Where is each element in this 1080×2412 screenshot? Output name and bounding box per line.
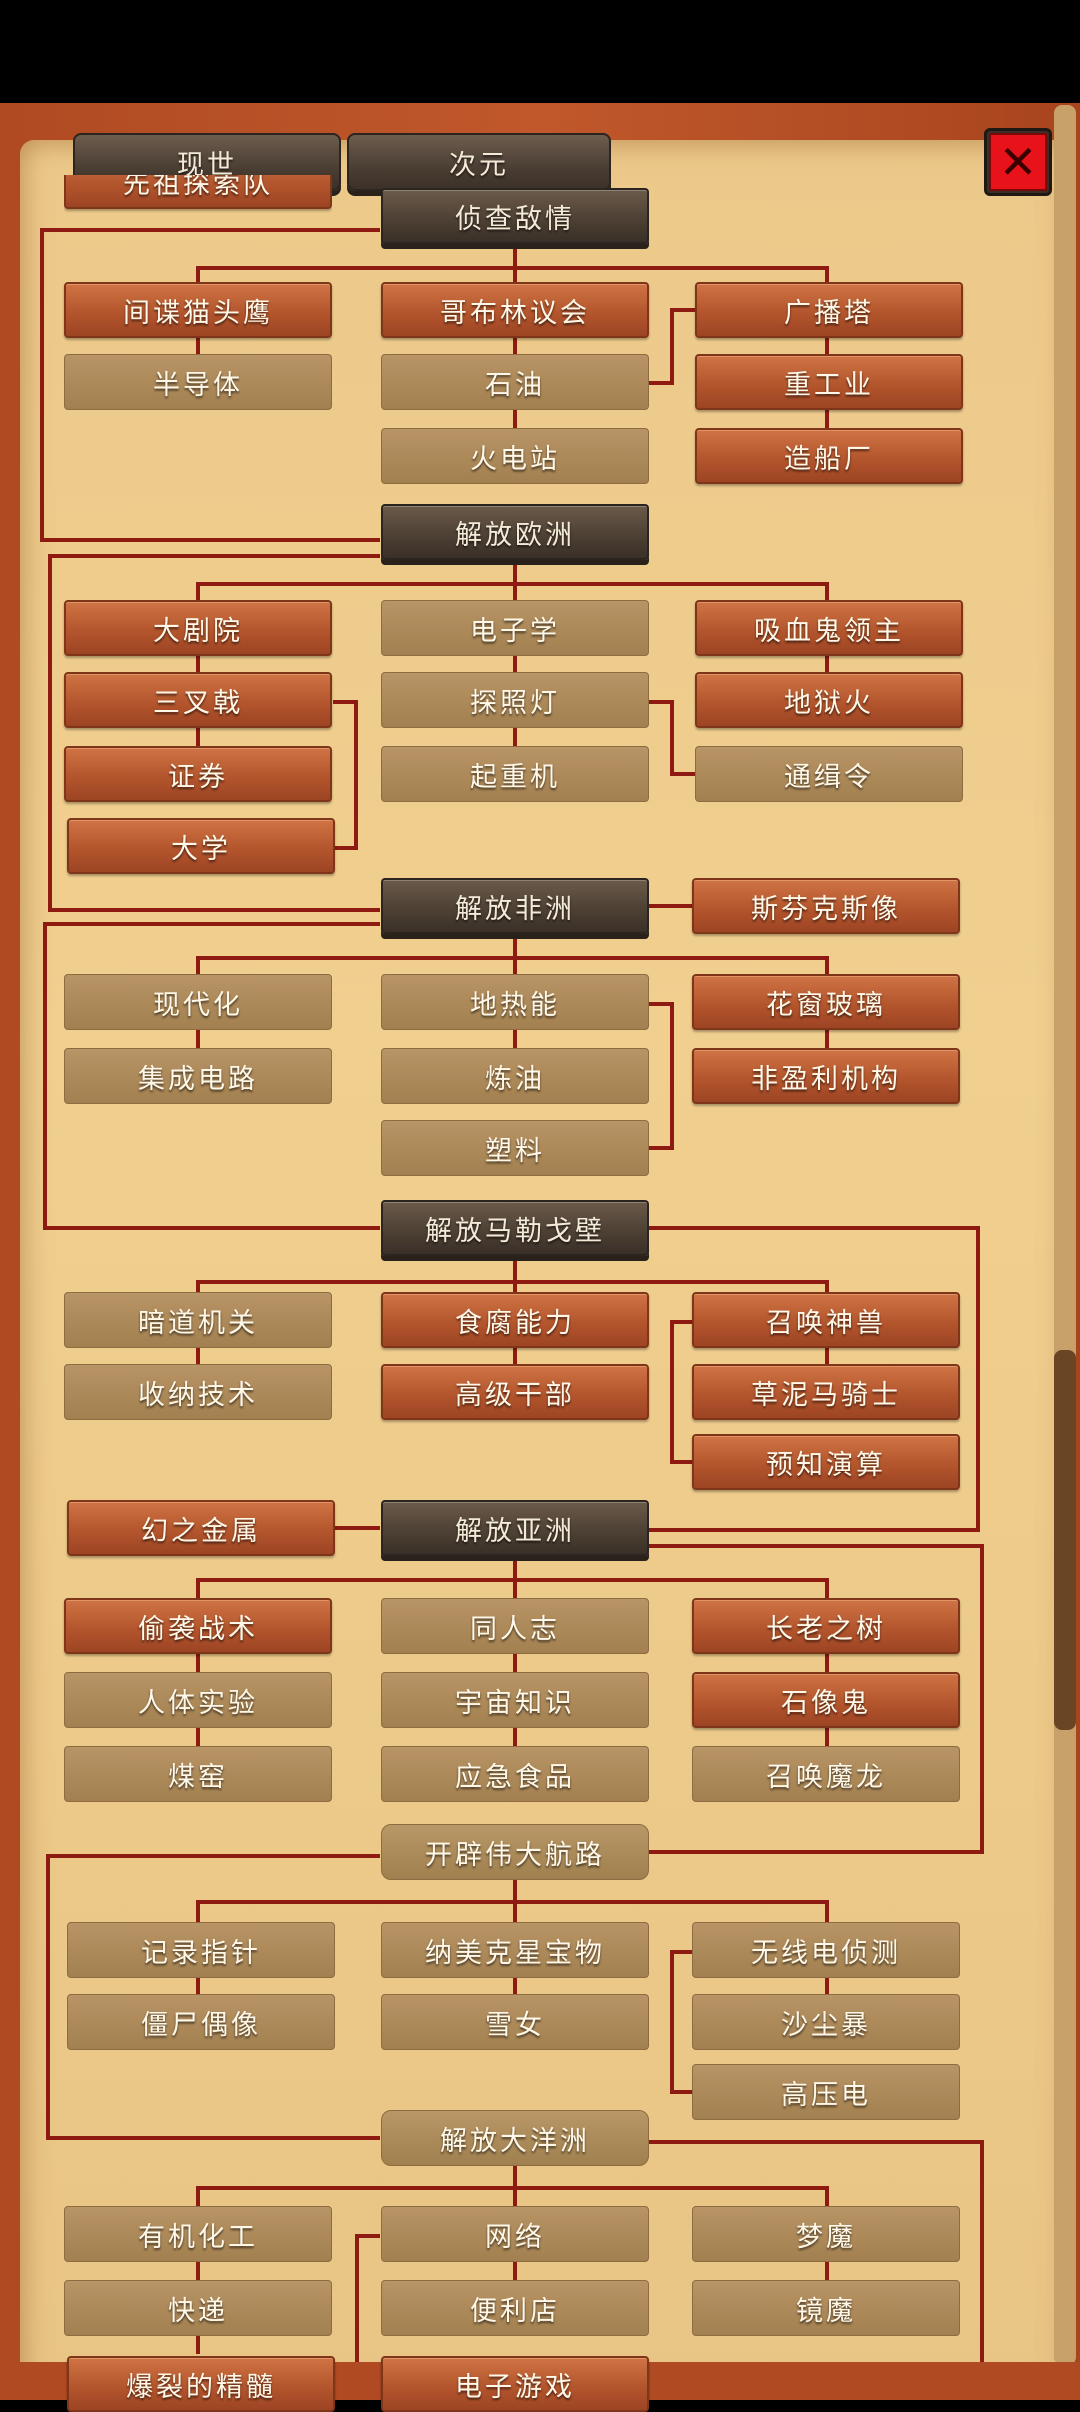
- tech-node-tongjiling[interactable]: 通缉令: [695, 746, 963, 802]
- tech-node-xuenv[interactable]: 雪女: [381, 1994, 649, 2050]
- tech-node-kuaidi[interactable]: 快递: [64, 2280, 332, 2336]
- tech-node-suliao[interactable]: 塑料: [381, 1120, 649, 1176]
- tech-node-yingji[interactable]: 应急食品: [381, 1746, 649, 1802]
- tech-node-shachen[interactable]: 沙尘暴: [692, 1994, 960, 2050]
- tech-node-guangbo[interactable]: 广播塔: [695, 282, 963, 338]
- tech-node-toxi[interactable]: 偷袭战术: [64, 1598, 332, 1654]
- tech-node-namei[interactable]: 纳美克星宝物: [381, 1922, 649, 1978]
- tech-node-gaoya[interactable]: 高压电: [692, 2064, 960, 2120]
- tech-node-daxue[interactable]: 大学: [67, 818, 335, 874]
- tech-node-wuxiandian[interactable]: 无线电侦测: [692, 1922, 960, 1978]
- tech-node-bandaoti[interactable]: 半导体: [64, 354, 332, 410]
- close-icon: ✕: [989, 133, 1047, 191]
- tech-node-dianzixue[interactable]: 电子学: [381, 600, 649, 656]
- tech-node-dirneng[interactable]: 地热能: [381, 974, 649, 1030]
- tech-node-xiandaihua[interactable]: 现代化: [64, 974, 332, 1030]
- status-bar: [0, 0, 1080, 103]
- tech-node-gebulin[interactable]: 哥布林议会: [381, 282, 649, 338]
- tech-node-dianzi-youxi[interactable]: 电子游戏: [381, 2356, 649, 2412]
- scrollbar-track[interactable]: [1054, 105, 1076, 2365]
- milestone-jiefang-malage[interactable]: 解放马勒戈壁: [381, 1200, 649, 1256]
- tech-node-caonima[interactable]: 草泥马骑士: [692, 1364, 960, 1420]
- tech-node-xixuegui[interactable]: 吸血鬼领主: [695, 600, 963, 656]
- tech-node-shiyou[interactable]: 石油: [381, 354, 649, 410]
- tech-node-qizhongji[interactable]: 起重机: [381, 746, 649, 802]
- tech-node-zaochuan[interactable]: 造船厂: [695, 428, 963, 484]
- milestone-jiefang-ouzhou[interactable]: 解放欧洲: [381, 504, 649, 560]
- tech-node-huachuang[interactable]: 花窗玻璃: [692, 974, 960, 1030]
- tech-node-jingmo[interactable]: 镜魔: [692, 2280, 960, 2336]
- tech-node-youji[interactable]: 有机化工: [64, 2206, 332, 2262]
- tech-node-meiyao[interactable]: 煤窑: [64, 1746, 332, 1802]
- tech-node-shouna[interactable]: 收纳技术: [64, 1364, 332, 1420]
- milestone-kaipi[interactable]: 开辟伟大航路: [381, 1824, 649, 1880]
- tech-node-jiangshi[interactable]: 僵尸偶像: [67, 1994, 335, 2050]
- tech-node-dajuyuan[interactable]: 大剧院: [64, 600, 332, 656]
- tech-node-gaoji[interactable]: 高级干部: [381, 1364, 649, 1420]
- tech-node-bianli[interactable]: 便利店: [381, 2280, 649, 2336]
- tech-node-lianyou[interactable]: 炼油: [381, 1048, 649, 1104]
- tech-node-yuzhi[interactable]: 预知演算: [692, 1434, 960, 1490]
- tech-node-wangluo[interactable]: 网络: [381, 2206, 649, 2262]
- tech-node-tongren[interactable]: 同人志: [381, 1598, 649, 1654]
- tech-node-diyuhuo[interactable]: 地狱火: [695, 672, 963, 728]
- milestone-jiefang-yazhou[interactable]: 解放亚洲: [381, 1500, 649, 1556]
- tech-node-zhaohuan-shenshou[interactable]: 召唤神兽: [692, 1292, 960, 1348]
- tech-node-zhonggongye[interactable]: 重工业: [695, 354, 963, 410]
- tech-node-andao[interactable]: 暗道机关: [64, 1292, 332, 1348]
- tech-node-zhengquan[interactable]: 证券: [64, 746, 332, 802]
- milestone-zhencha[interactable]: 侦查敌情: [381, 188, 649, 244]
- tech-node-tanzhaodeng[interactable]: 探照灯: [381, 672, 649, 728]
- tech-node-mengmo[interactable]: 梦魔: [692, 2206, 960, 2262]
- tech-node-baolie[interactable]: 爆裂的精髓: [67, 2356, 335, 2412]
- tech-node-yuzhou[interactable]: 宇宙知识: [381, 1672, 649, 1728]
- tab-ciyuan[interactable]: 次元: [347, 133, 611, 191]
- tech-node-zhaohuan-molong[interactable]: 召唤魔龙: [692, 1746, 960, 1802]
- tech-node-sifenkesi[interactable]: 斯芬克斯像: [692, 878, 960, 934]
- tech-node-zhanglao[interactable]: 长老之树: [692, 1598, 960, 1654]
- tech-node-sanchaji[interactable]: 三叉戟: [64, 672, 332, 728]
- tech-node-huanzhi[interactable]: 幻之金属: [67, 1500, 335, 1556]
- milestone-jiefang-feizhou[interactable]: 解放非洲: [381, 878, 649, 934]
- close-button[interactable]: ✕: [984, 128, 1052, 196]
- tech-node-jilu[interactable]: 记录指针: [67, 1922, 335, 1978]
- milestone-jiefang-dayang[interactable]: 解放大洋洲: [381, 2110, 649, 2166]
- scrollbar-thumb[interactable]: [1054, 1350, 1076, 1730]
- tech-node-renti[interactable]: 人体实验: [64, 1672, 332, 1728]
- tech-node-feiyingli[interactable]: 非盈利机构: [692, 1048, 960, 1104]
- tech-node-shifu[interactable]: 食腐能力: [381, 1292, 649, 1348]
- tech-node-jiandie[interactable]: 间谍猫头鹰: [64, 282, 332, 338]
- tech-node-shixianggui[interactable]: 石像鬼: [692, 1672, 960, 1728]
- tech-node-partial[interactable]: 先祖探索队: [64, 175, 332, 217]
- tech-node-huodianzhan[interactable]: 火电站: [381, 428, 649, 484]
- tech-node-jicheng[interactable]: 集成电路: [64, 1048, 332, 1104]
- tech-node-xianzu[interactable]: 先祖探索队: [64, 175, 332, 209]
